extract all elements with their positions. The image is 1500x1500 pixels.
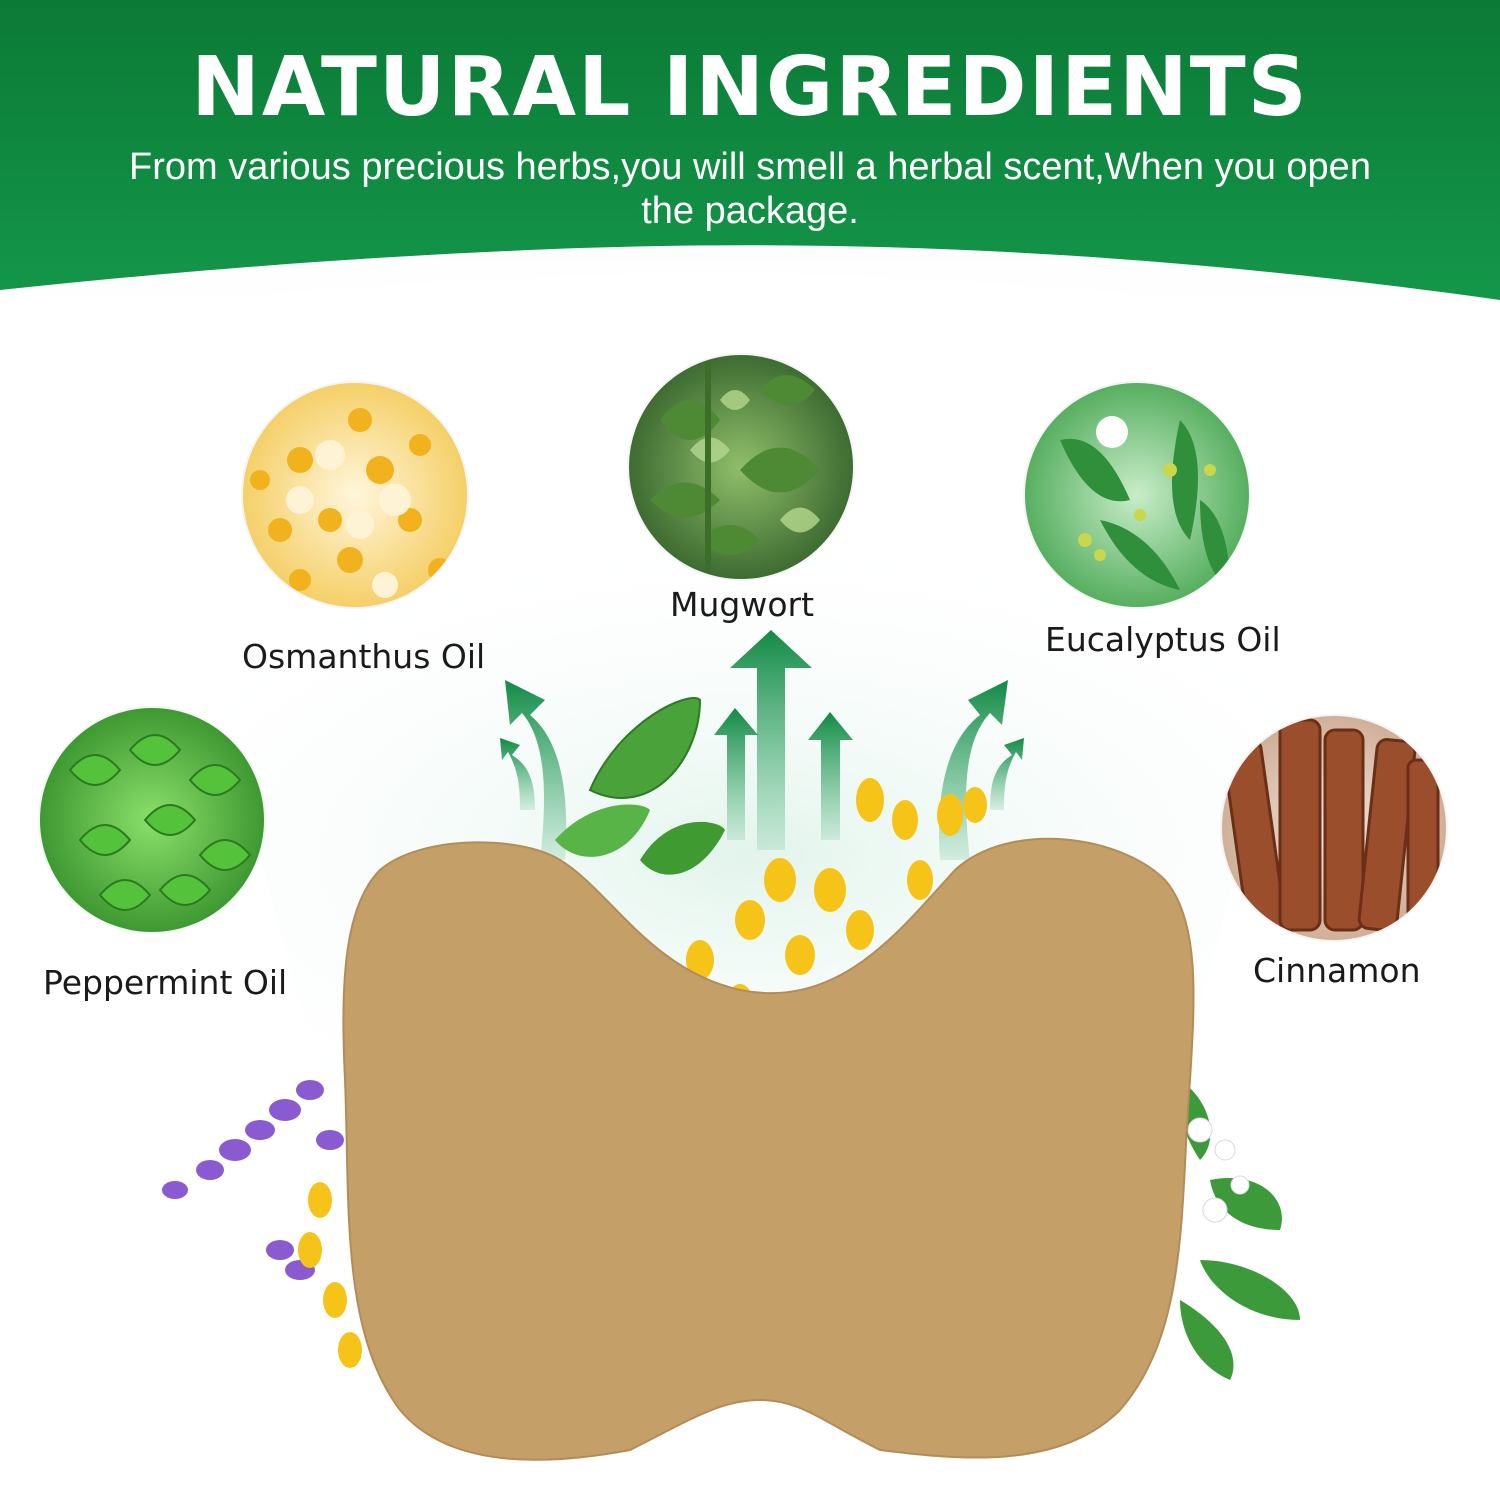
ingredient-label-eucalyptus: Eucalyptus Oil	[1045, 620, 1281, 659]
page-title: NATURAL INGREDIENTS	[191, 40, 1309, 135]
herb-bouquet	[162, 697, 1300, 1380]
cinnamon-sticks-photo	[1221, 715, 1447, 941]
ingredient-label-mugwort: Mugwort	[670, 585, 815, 624]
aroma-arrows	[500, 630, 1024, 860]
osmanthus-flower-photo	[242, 382, 468, 608]
ingredient-label-peppermint: Peppermint Oil	[43, 963, 288, 1002]
ingredient-label-osmanthus: Osmanthus Oil	[242, 637, 486, 676]
eucalyptus-leaves-photo	[1024, 382, 1250, 608]
page-subtitle: From various precious herbs,you will sme…	[129, 146, 1371, 232]
herbal-patch	[342, 837, 1195, 1461]
ingredient-label-cinnamon: Cinnamon	[1253, 951, 1421, 990]
peppermint-leaves-photo	[39, 707, 265, 933]
mugwort-leaves-photo	[628, 354, 854, 580]
header-banner	[0, 0, 1500, 330]
